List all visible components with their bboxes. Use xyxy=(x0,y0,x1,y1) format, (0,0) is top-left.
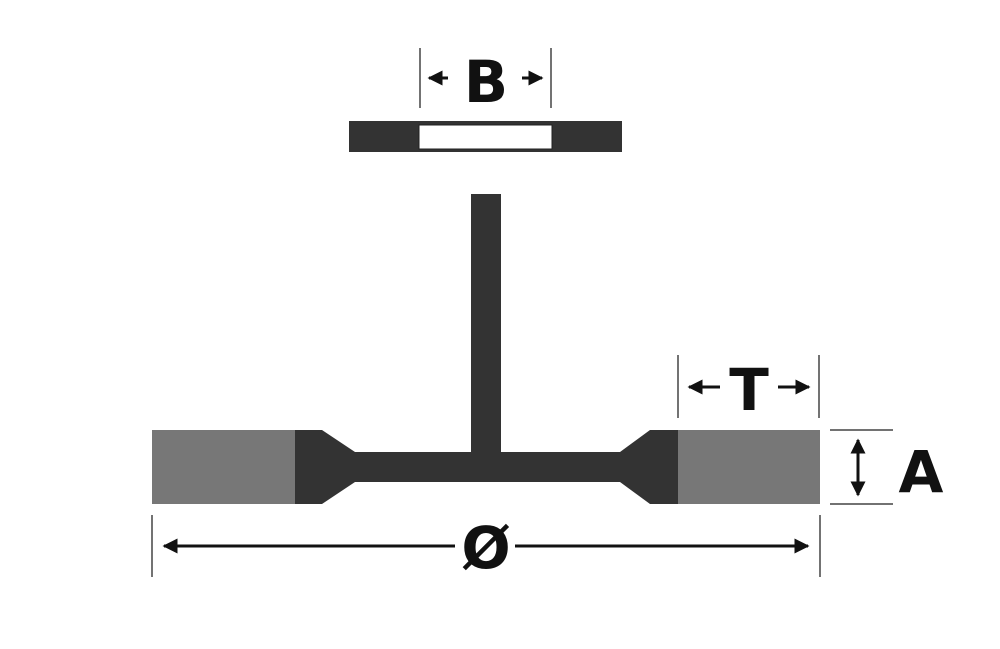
width-dimension: A xyxy=(830,429,944,506)
trim-label: T xyxy=(729,356,769,424)
left-bristles xyxy=(152,430,295,504)
trim-dimension: T xyxy=(677,355,820,424)
bore-dimension: B xyxy=(419,48,552,116)
brush-body xyxy=(152,194,820,504)
bore-washer xyxy=(349,121,622,152)
diameter-dimension: Ø xyxy=(151,514,821,582)
right-bristles xyxy=(678,430,820,504)
diameter-label: Ø xyxy=(461,514,510,582)
width-label: A xyxy=(899,438,944,506)
hub-disc xyxy=(295,430,678,504)
shaft xyxy=(471,194,501,464)
bore-label: B xyxy=(464,48,508,116)
